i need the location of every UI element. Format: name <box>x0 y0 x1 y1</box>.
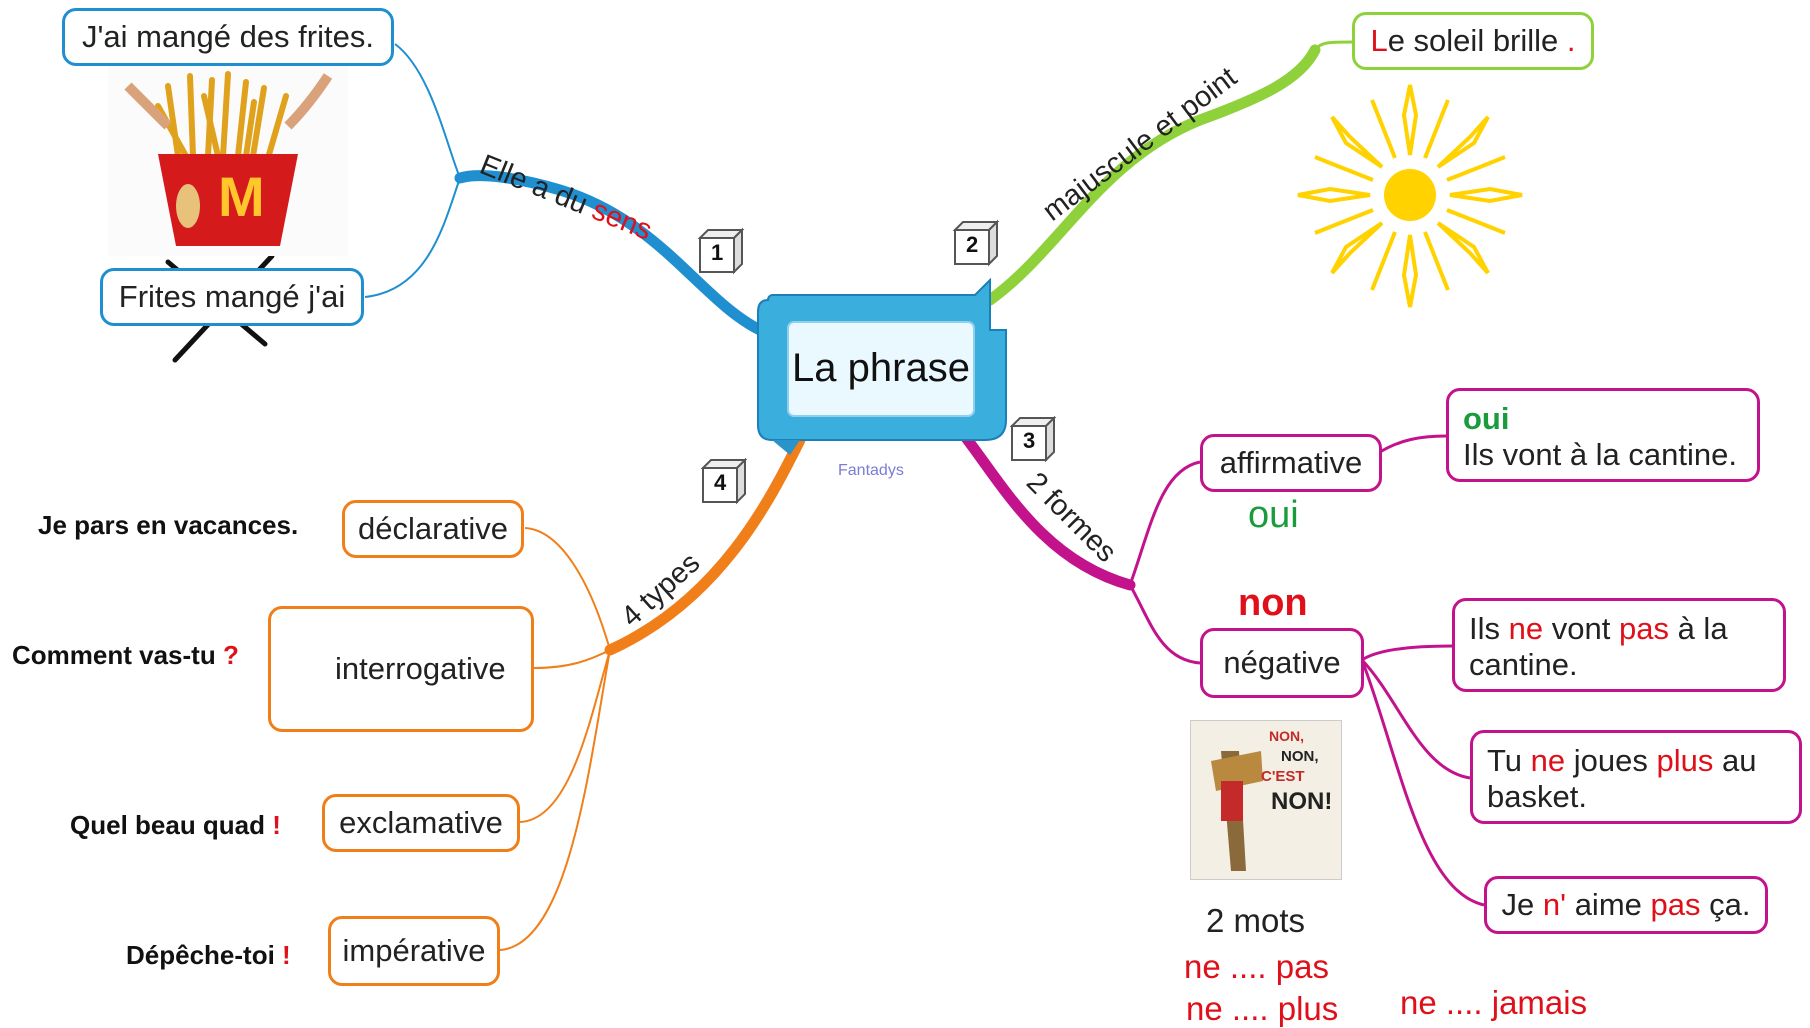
negative-box: négative <box>1200 628 1364 698</box>
cube-2-icon <box>952 219 1000 267</box>
svg-text:NON,: NON, <box>1281 748 1319 765</box>
fries-image: M <box>108 66 348 256</box>
oui-big: oui <box>1248 494 1299 536</box>
cube-3-number: 3 <box>1023 428 1035 453</box>
sentence-capital: L <box>1370 23 1388 58</box>
affirmative-box: affirmative <box>1200 434 1382 492</box>
two-words-label: 2 mots <box>1206 902 1306 939</box>
svg-text:NON!: NON! <box>1271 788 1332 815</box>
cube-1-number: 1 <box>711 240 723 265</box>
cube-4-number: 4 <box>714 470 727 495</box>
non-label: non <box>1238 582 1308 624</box>
cube-4-icon <box>700 457 748 505</box>
type-imperative-box: impérative <box>328 916 500 986</box>
oui-example-box: oui Ils vont à la cantine. <box>1446 388 1760 482</box>
neg-example-3: Je n' aime pas ça. <box>1484 876 1768 934</box>
ne-pas: ne .... pas <box>1184 948 1329 985</box>
branch-2-label: majuscule et point <box>1037 61 1243 227</box>
ne-jamais: ne .... jamais <box>1400 984 1588 1021</box>
exclamative-example: Quel beau quad ! <box>70 810 281 840</box>
branch-4-line <box>604 434 806 656</box>
affirmative-label: affirmative <box>1219 445 1363 480</box>
book-cover-image: NON, NON, C'EST NON! <box>1190 720 1342 880</box>
oui-small: oui <box>1463 401 1510 436</box>
svg-text:M: M <box>218 165 265 228</box>
imperative-example: Dépêche-toi ! <box>126 940 291 970</box>
declarative-example: Je pars en vacances. <box>38 510 299 540</box>
sentence-body: e soleil brille <box>1387 23 1559 58</box>
branch-2-line <box>984 44 1321 306</box>
svg-text:NON,: NON, <box>1269 728 1304 744</box>
central-title: La phrase <box>792 346 970 390</box>
branch-3-line <box>954 424 1136 591</box>
good-sentence-box: J'ai mangé des frites. <box>62 8 394 66</box>
bad-sentence: Frites mangé j'ai <box>118 279 346 314</box>
type-exclamative-box: exclamative <box>322 794 520 852</box>
negative-label: négative <box>1223 645 1341 680</box>
credit-text: Fantadys <box>838 462 904 479</box>
type-declarative-box: déclarative <box>342 500 524 558</box>
sun-icon <box>1297 84 1523 308</box>
central-arrow-shape <box>757 277 1007 455</box>
cube-2-number: 2 <box>966 232 978 257</box>
branch-1-label: Elle a du sens <box>475 149 656 247</box>
cube-3-icon <box>1009 415 1057 463</box>
branch-1-line <box>454 170 766 336</box>
interrogative-example: Comment vas-tu ? <box>12 640 239 670</box>
svg-text:C'EST: C'EST <box>1261 768 1305 785</box>
cube-1-icon <box>697 227 745 275</box>
bad-sentence-box: Frites mangé j'ai <box>100 268 364 326</box>
good-sentence: J'ai mangé des frites. <box>82 19 374 54</box>
sentence-dot: . <box>1566 23 1576 58</box>
type-interrogative-box: interrogative <box>268 606 534 732</box>
ne-plus: ne .... plus <box>1186 990 1339 1027</box>
oui-example: Ils vont à la cantine. <box>1463 437 1737 472</box>
